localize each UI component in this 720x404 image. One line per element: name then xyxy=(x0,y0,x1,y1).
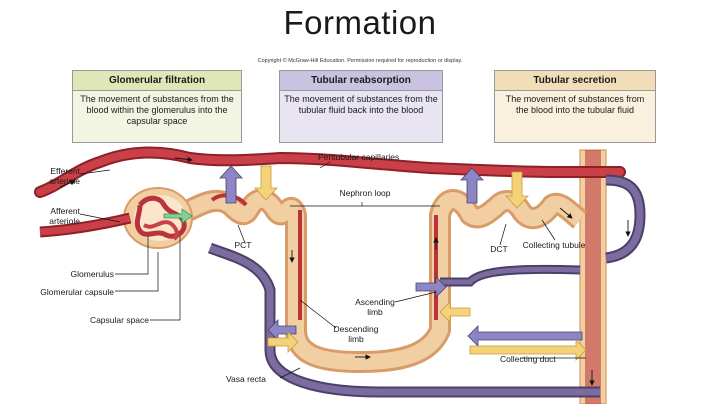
label-capsular-space: Capsular space xyxy=(89,315,149,325)
tubular-reabsorption-text: The movement of substances from the tubu… xyxy=(279,91,443,143)
glomerulus-shape xyxy=(123,187,193,249)
glomerular-filtration-box: Glomerular filtration The movement of su… xyxy=(72,70,242,143)
copyright-notice: Copyright © McGraw-Hill Education. Permi… xyxy=(257,58,463,64)
peritubular-capillaries-shape xyxy=(34,146,626,198)
label-vasa-recta: Vasa recta xyxy=(226,374,267,384)
vasa-recta-shape xyxy=(207,242,600,398)
label-ascending-limb: Ascending limb xyxy=(355,297,395,317)
label-dct: DCT xyxy=(490,244,508,254)
reabsorption-arrows xyxy=(219,165,583,347)
label-glomerular-capsule: Glomerular capsule xyxy=(40,287,114,297)
tubular-secretion-box: Tubular secretion The movement of substa… xyxy=(494,70,656,143)
page-title: Formation xyxy=(283,4,437,41)
label-efferent-arteriole: Efferent arteriole xyxy=(49,166,80,186)
label-collecting-duct: Collecting duct xyxy=(500,354,556,364)
leader-lines xyxy=(79,161,586,379)
tubular-secretion-text: The movement of substances from the bloo… xyxy=(494,91,656,143)
label-collecting-tubule: Collecting tubule xyxy=(522,240,586,250)
label-pct: PCT xyxy=(234,240,252,250)
tubular-secretion-header: Tubular secretion xyxy=(494,70,656,91)
venous-return-shape xyxy=(605,174,646,264)
collecting-duct-shape xyxy=(579,149,607,404)
filtration-arrow xyxy=(163,208,193,224)
glomerular-filtration-header: Glomerular filtration xyxy=(72,70,242,91)
label-afferent-arteriole: Afferent arteriole xyxy=(49,206,80,226)
label-peritubular-capillaries: Peritubular capillaries xyxy=(318,152,400,162)
secretion-arrows xyxy=(254,165,587,361)
tubular-reabsorption-header: Tubular reabsorption xyxy=(279,70,443,91)
glomerular-filtration-text: The movement of substances from the bloo… xyxy=(72,91,242,143)
label-glomerulus: Glomerulus xyxy=(70,269,114,279)
nephron-tubule-shape xyxy=(175,188,588,373)
label-nephron-loop: Nephron loop xyxy=(339,188,391,198)
label-descending-limb: Descending limb xyxy=(333,324,379,344)
tubular-reabsorption-box: Tubular reabsorption The movement of sub… xyxy=(279,70,443,143)
flow-arrows xyxy=(59,156,631,386)
